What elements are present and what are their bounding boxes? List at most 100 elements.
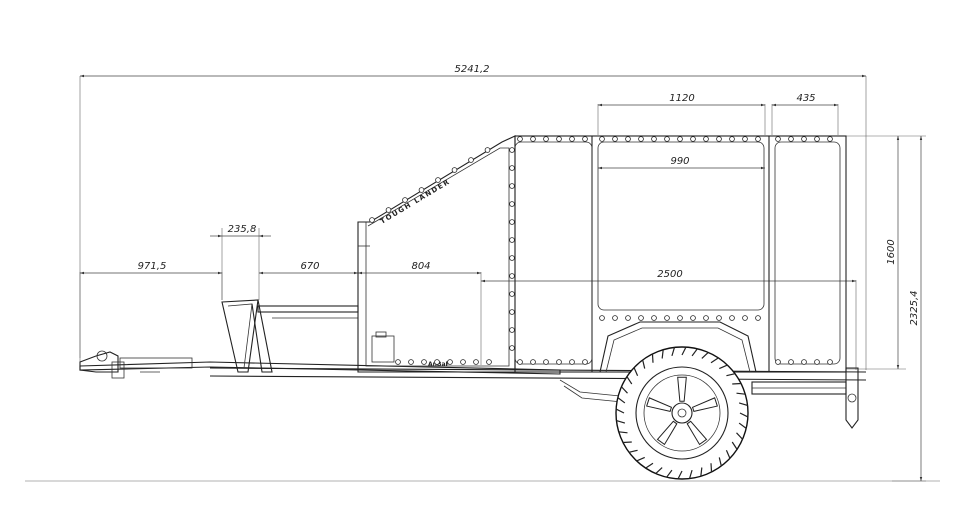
tread-block (701, 352, 709, 359)
front-rack (221, 299, 359, 373)
bolt (473, 359, 479, 365)
wheel-arch (599, 321, 757, 373)
bolt (509, 165, 515, 171)
hitch-coupling (79, 350, 193, 379)
dimension-body-height: 1600 (846, 135, 906, 370)
bolt (460, 359, 466, 365)
dimension-overall-length: 5241,2 (79, 64, 867, 370)
tread-block (671, 347, 676, 357)
bolt (814, 359, 820, 365)
bolt (421, 359, 427, 365)
bolt (369, 217, 375, 223)
bolt (517, 359, 523, 365)
wheel-rim (646, 376, 718, 446)
bolt (638, 136, 644, 142)
dimension-body-section-2: 435 (771, 93, 839, 135)
rail-spacing-label: 235,8 (228, 224, 257, 235)
panel-right (774, 141, 841, 365)
tread-block (738, 402, 748, 407)
bolt (509, 201, 515, 207)
tread-block (710, 463, 713, 473)
dimension-platform-length: 670 (259, 261, 359, 300)
tread-block (618, 431, 628, 434)
hitch-offset-label: 971,5 (138, 261, 167, 272)
panel-left (514, 141, 593, 365)
bolt (775, 359, 781, 365)
bolt (664, 315, 670, 321)
bolt (677, 136, 683, 142)
bolt (742, 315, 748, 321)
tread-block (718, 457, 722, 467)
tread-block (688, 469, 693, 479)
bolt (690, 315, 696, 321)
body-section-1-label: 1120 (669, 93, 694, 104)
rear-jockey-wheel (845, 367, 859, 429)
tread-block (731, 441, 738, 450)
tread-block (626, 376, 633, 385)
panel-middle (597, 141, 765, 311)
bolt (509, 183, 515, 189)
bolt (435, 177, 441, 183)
dimension-overall-height: 2325,4 (892, 135, 926, 482)
bolt (385, 207, 392, 213)
bolt (530, 136, 536, 142)
bolt (599, 315, 605, 321)
tread-block (661, 349, 664, 359)
bolt (543, 359, 549, 365)
side-text: TOUGH LANDER (379, 178, 452, 226)
tread-block (655, 467, 663, 474)
dimension-inner-width: 990 (598, 156, 765, 170)
bolt (677, 315, 683, 321)
bolt (556, 359, 562, 365)
bolt (418, 187, 425, 193)
bolt (556, 136, 562, 142)
tread-block (628, 449, 638, 453)
tread-block (615, 408, 625, 414)
front-storage (371, 335, 395, 363)
platform-length-label: 670 (300, 261, 319, 272)
tread-block (666, 469, 673, 478)
tread-block (738, 422, 747, 429)
body-section-2-label: 435 (796, 93, 815, 104)
bolt (788, 359, 794, 365)
bolt (788, 136, 794, 142)
tread-block (726, 373, 736, 377)
dimension-front-box-length: 804 (358, 261, 482, 365)
tread-block (710, 357, 719, 364)
bolt (509, 219, 515, 225)
bolt (801, 136, 807, 142)
tread-block (725, 450, 731, 459)
dimension-body-section-1: 1120 (597, 93, 766, 135)
bolt (625, 136, 631, 142)
rim-spoke (656, 420, 678, 446)
bolt (509, 273, 515, 279)
tread-block (621, 386, 628, 394)
bolt (582, 359, 588, 365)
front-box-length-label: 804 (411, 261, 430, 272)
bolt (651, 136, 657, 142)
tread-block (719, 364, 728, 370)
bolt (509, 237, 515, 243)
tread-block (633, 367, 639, 376)
tread-block (642, 359, 646, 369)
bolt (755, 136, 761, 142)
bolt (703, 315, 709, 321)
rim-spoke (691, 397, 718, 412)
bolt (599, 136, 605, 142)
bolt (447, 359, 453, 365)
tread-block (691, 348, 698, 357)
bolt (530, 359, 536, 365)
bolt (569, 359, 575, 365)
bolt (690, 136, 696, 142)
bolt (543, 136, 549, 142)
bolt (468, 157, 474, 163)
box-length-label: 2500 (657, 269, 682, 280)
bolt (582, 136, 588, 142)
bolt (509, 147, 515, 153)
bolt (395, 359, 401, 365)
bolt (509, 255, 515, 261)
bolt (729, 136, 735, 142)
bolt (509, 327, 515, 333)
bolt (814, 136, 820, 142)
bolt (729, 315, 735, 321)
